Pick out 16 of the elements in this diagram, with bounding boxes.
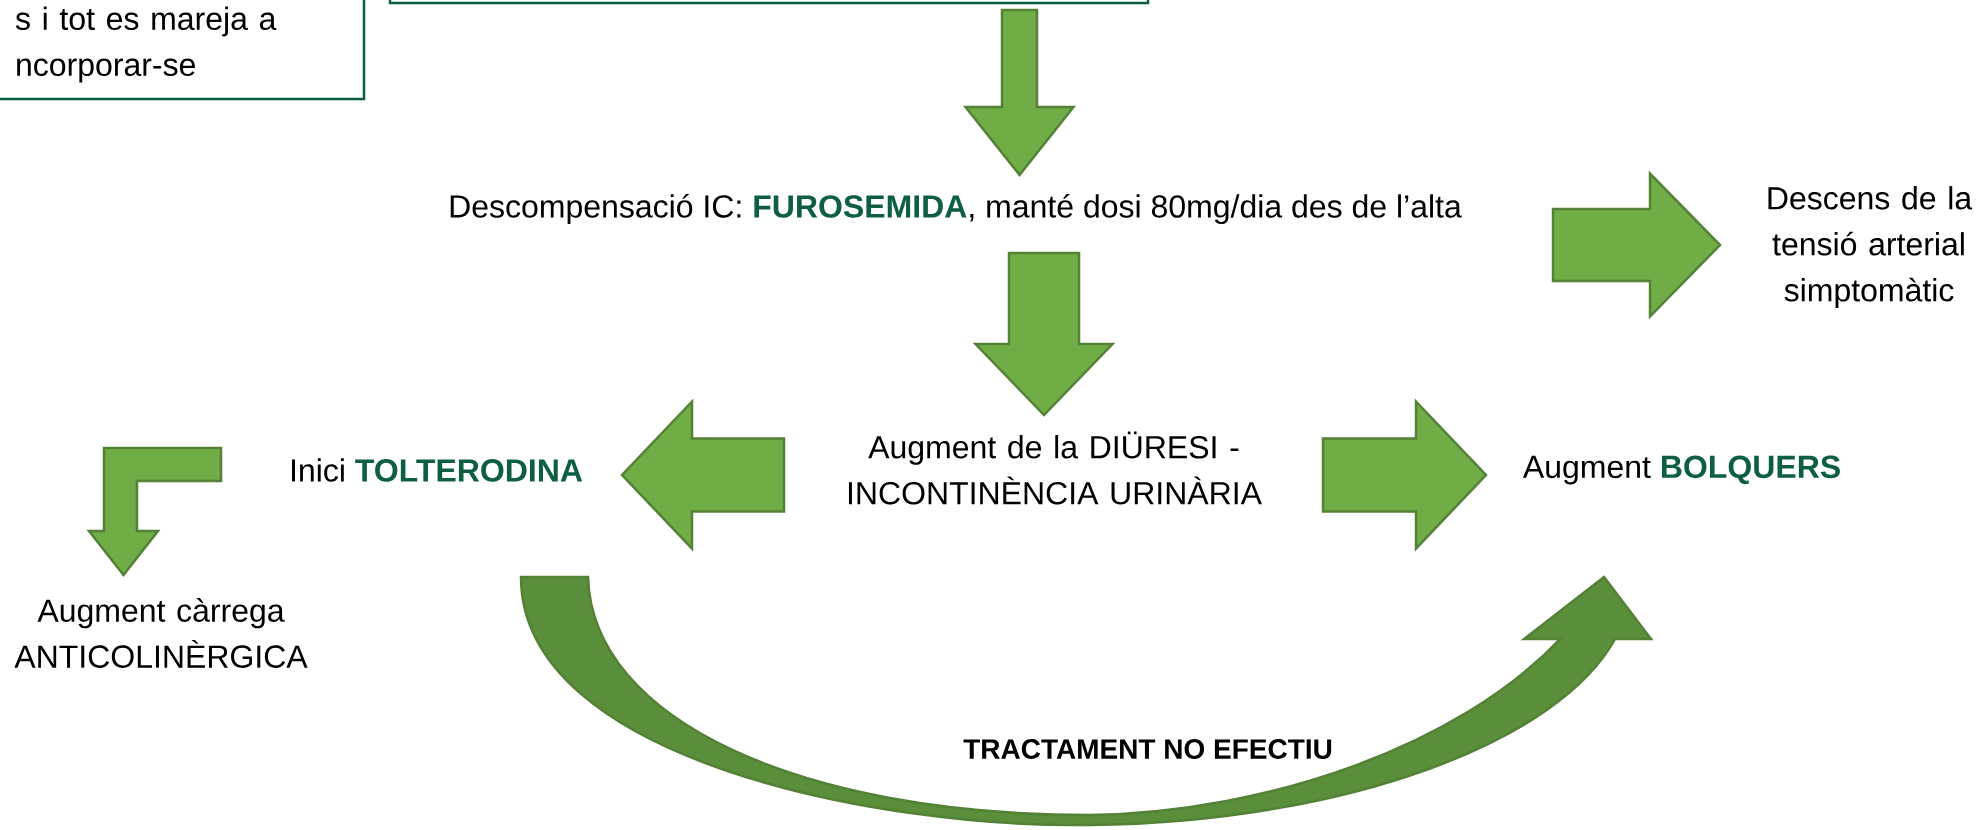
node-text: Augment BOLQUERS bbox=[1522, 455, 1840, 485]
edge-label: TRACTAMENT NO EFECTIU bbox=[961, 737, 1335, 761]
box bbox=[388, 0, 1150, 5]
block-arrow bbox=[1321, 398, 1488, 552]
bent-arrow bbox=[86, 446, 223, 578]
block-arrow bbox=[620, 398, 786, 552]
block-arrow bbox=[972, 251, 1116, 417]
curved-arrow bbox=[519, 575, 1653, 827]
block-arrow bbox=[962, 8, 1077, 177]
node-text: Inici TOLTERODINA bbox=[292, 458, 583, 482]
node-text: Descompensació IC: FUROSEMIDA, manté dosi 80mg/dia des de l’alta bbox=[450, 193, 1462, 225]
block-arrow bbox=[1551, 170, 1722, 320]
node-text: Augment càrrega ANTICOLINÈRGICA bbox=[14, 598, 308, 668]
node-text: Augment de la DIÜRESI - INCONTINÈNCIA URINÀRIA bbox=[848, 431, 1262, 505]
text-box: s i tot es mareja a ncorporar-se bbox=[0, 0, 366, 101]
node-text: Descens de la tensió arterial simptomàtic bbox=[1768, 186, 1973, 308]
